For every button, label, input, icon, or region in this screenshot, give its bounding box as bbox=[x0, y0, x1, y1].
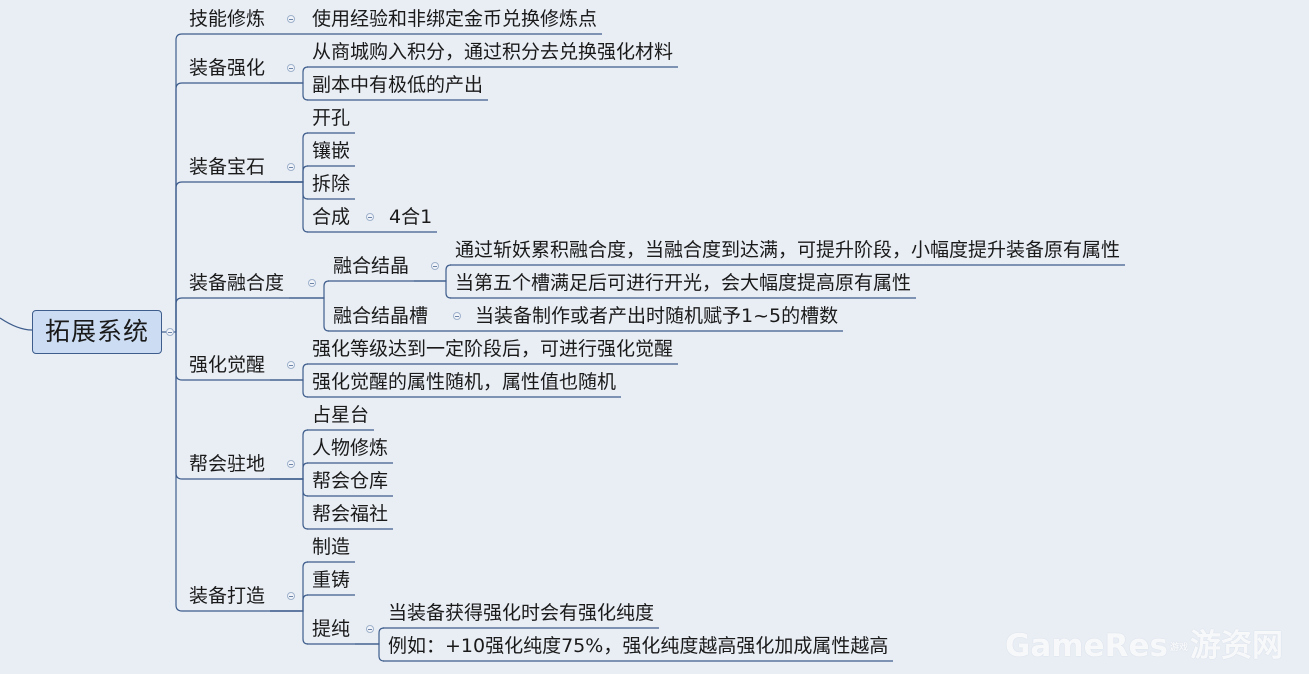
branch-connector bbox=[289, 297, 330, 332]
branch-connector bbox=[355, 643, 385, 662]
detail-purify-example[interactable]: 例如：+10强化纯度75%，强化纯度越高强化加成属性越高 bbox=[388, 635, 889, 657]
subtopic-guild-welfare[interactable]: 帮会福社 bbox=[312, 503, 389, 525]
root-branch-connector bbox=[175, 332, 184, 480]
topic-equipment-enhance[interactable]: 装备强化 bbox=[189, 57, 266, 79]
subtopic-gem-inlay[interactable]: 镶嵌 bbox=[312, 140, 351, 162]
subtopic-fusion-crystal-slot[interactable]: 融合结晶槽 bbox=[333, 305, 429, 327]
topic-equipment-forging[interactable]: 装备打造 bbox=[189, 585, 266, 607]
detail-fusion-fifth-slot[interactable]: 当第五个槽满足后可进行开光，会大幅度提高原有属性 bbox=[455, 272, 912, 294]
detail-fusion-accumulate[interactable]: 通过斩妖累积融合度，当融合度到达满，可提升阶段，小幅度提升装备原有属性 bbox=[455, 239, 1121, 261]
branch-connector bbox=[270, 82, 309, 101]
branch-connector bbox=[289, 280, 330, 299]
root-branch-connector bbox=[175, 33, 184, 332]
subtopic-awakening-level[interactable]: 强化等级达到一定阶段后，可进行强化觉醒 bbox=[312, 338, 674, 360]
branch-connector bbox=[414, 280, 452, 299]
branch-connector bbox=[270, 181, 309, 233]
collapse-toggle-icon[interactable] bbox=[166, 328, 174, 336]
subtopic-fusion-crystal[interactable]: 融合结晶 bbox=[333, 255, 410, 277]
branch-connector bbox=[270, 594, 309, 612]
branch-connector bbox=[270, 379, 309, 398]
subtopic-skill-training-detail[interactable]: 使用经验和非绑定金币兑换修炼点 bbox=[312, 8, 598, 30]
collapse-toggle-icon[interactable] bbox=[453, 312, 461, 320]
root-branch-connector bbox=[175, 332, 184, 612]
topic-guild-base[interactable]: 帮会驻地 bbox=[189, 453, 266, 475]
root-branch-connector bbox=[175, 181, 184, 332]
branch-connector bbox=[270, 132, 309, 183]
branch-connector bbox=[270, 165, 309, 183]
topic-enhance-awakening[interactable]: 强化觉醒 bbox=[189, 354, 266, 376]
topic-equipment-fusion[interactable]: 装备融合度 bbox=[189, 272, 285, 294]
branch-connector bbox=[270, 478, 309, 530]
branch-connector bbox=[270, 561, 309, 612]
subtopic-gem-remove[interactable]: 拆除 bbox=[312, 173, 351, 195]
subtopic-forge-create[interactable]: 制造 bbox=[312, 536, 351, 558]
subtopic-forge-recast[interactable]: 重铸 bbox=[312, 569, 351, 591]
root-branch-connector bbox=[175, 297, 184, 332]
branch-connector bbox=[270, 66, 309, 84]
subtopic-enhance-mall[interactable]: 从商城购入积分，通过积分去兑换强化材料 bbox=[312, 41, 674, 63]
collapse-toggle-icon[interactable] bbox=[287, 15, 295, 23]
branch-connector bbox=[270, 478, 309, 497]
collapse-toggle-icon[interactable] bbox=[287, 460, 295, 468]
collapse-toggle-icon[interactable] bbox=[308, 279, 316, 287]
detail-purify-purity[interactable]: 当装备获得强化时会有强化纯度 bbox=[388, 602, 655, 624]
subtopic-enhance-dungeon[interactable]: 副本中有极低的产出 bbox=[312, 74, 484, 96]
branch-connector bbox=[270, 462, 309, 480]
subtopic-gem-socket[interactable]: 开孔 bbox=[312, 107, 351, 129]
collapse-toggle-icon[interactable] bbox=[287, 163, 295, 171]
subtopic-gem-combine[interactable]: 合成 bbox=[312, 206, 351, 228]
branch-connector bbox=[270, 181, 309, 200]
topic-skill-training[interactable]: 技能修炼 bbox=[189, 8, 266, 30]
collapse-toggle-icon[interactable] bbox=[287, 592, 295, 600]
subtopic-awakening-random[interactable]: 强化觉醒的属性随机，属性值也随机 bbox=[312, 371, 617, 393]
subtopic-guild-training[interactable]: 人物修炼 bbox=[312, 437, 389, 459]
collapse-toggle-icon[interactable] bbox=[431, 262, 439, 270]
root-topic[interactable]: 拓展系统 bbox=[32, 310, 162, 354]
collapse-toggle-icon[interactable] bbox=[366, 213, 374, 221]
collapse-toggle-icon[interactable] bbox=[366, 625, 374, 633]
root-branch-connector bbox=[175, 82, 184, 332]
topic-equipment-gem[interactable]: 装备宝石 bbox=[189, 156, 266, 178]
branch-connector bbox=[270, 429, 309, 480]
subtopic-guild-astrology[interactable]: 占星台 bbox=[312, 404, 370, 426]
branch-connector bbox=[355, 627, 385, 645]
root-branch-connector bbox=[175, 332, 184, 381]
branch-connector bbox=[414, 264, 452, 282]
subtopic-forge-purify[interactable]: 提纯 bbox=[312, 618, 351, 640]
root-tail bbox=[0, 317, 33, 331]
collapse-toggle-icon[interactable] bbox=[287, 361, 295, 369]
branch-connector bbox=[270, 363, 309, 381]
branch-connector bbox=[270, 610, 309, 645]
subtopic-guild-warehouse[interactable]: 帮会仓库 bbox=[312, 470, 389, 492]
collapse-toggle-icon[interactable] bbox=[287, 64, 295, 72]
subtopic-gem-combine-ratio[interactable]: 4合1 bbox=[389, 206, 433, 228]
detail-fusion-slot-count[interactable]: 当装备制作或者产出时随机赋予1~5的槽数 bbox=[475, 305, 839, 327]
